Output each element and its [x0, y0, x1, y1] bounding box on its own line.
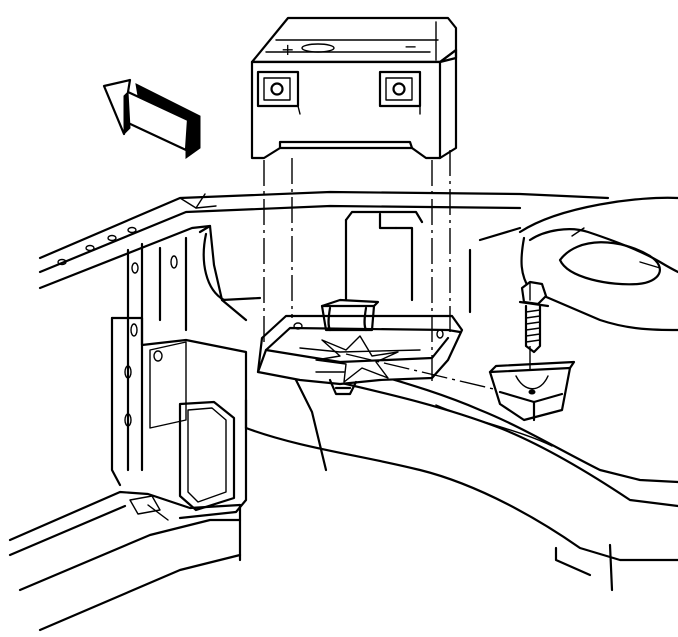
battery: + − — [250, 16, 458, 160]
side-panel — [8, 224, 262, 632]
retainer-block — [488, 360, 576, 422]
bolt — [518, 280, 550, 354]
positive-terminal-symbol: + — [281, 40, 294, 59]
negative-terminal-symbol: − — [404, 37, 417, 56]
front-frame-rail — [38, 190, 610, 290]
battery-tray — [256, 298, 464, 396]
direction-arrow-icon — [102, 78, 201, 159]
fender-well — [202, 196, 678, 592]
